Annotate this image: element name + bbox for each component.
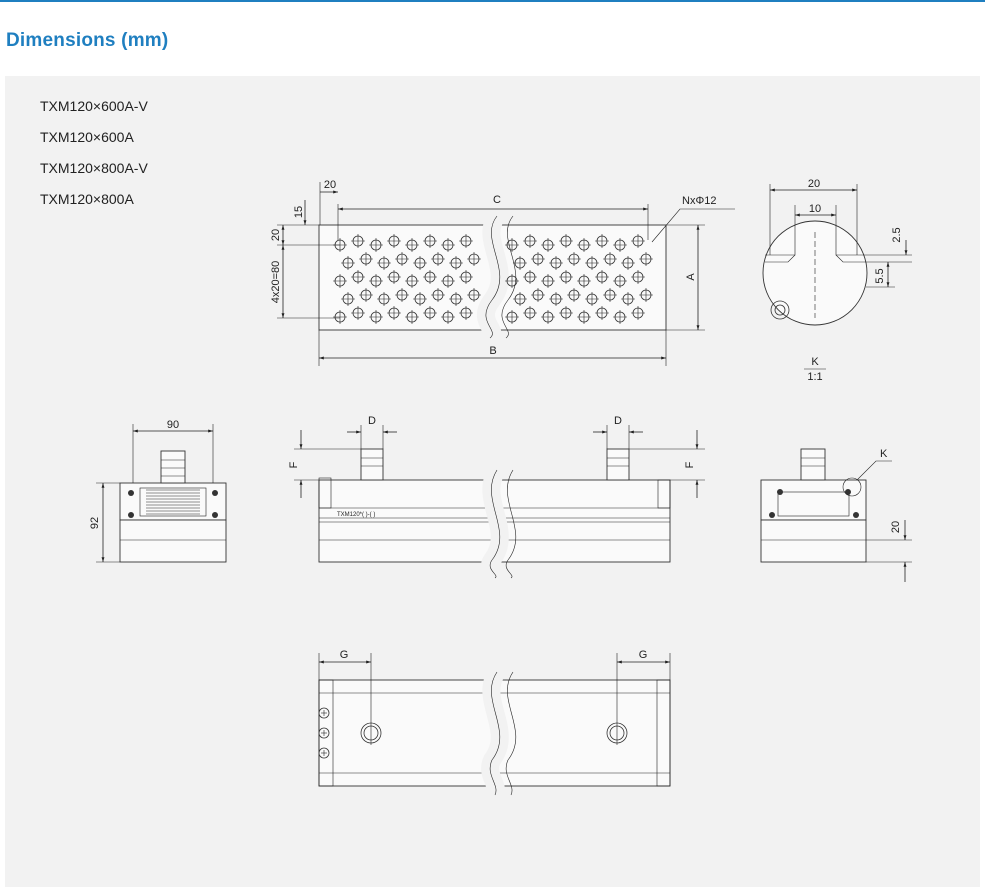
section-title: Dimensions (mm) [6,30,169,51]
dim-label-B: B [489,345,496,357]
top-view: C 20 15 20 4x20=80 B A NxΦ12 [270,179,735,366]
end-view-right: K 20 [760,448,912,582]
end-view-left: 90 92 [89,419,227,563]
side-view: TXM120*( )-( ) D D F F [288,415,705,586]
bottom-view: G G [318,649,671,800]
dim-label-C: C [493,194,501,206]
dim-20-top: 20 [324,179,336,191]
dim-label-A: A [685,273,697,281]
product-marking: TXM120*( )-( ) [337,512,375,518]
dim-detail-10: 10 [809,203,821,215]
dim-D-left: D [368,415,376,427]
top-rule [0,0,985,2]
model-item: TXM120×800A-V [40,160,148,176]
detail-view-K: 20 10 2.5 5.5 K 1:1 [762,178,912,383]
dim-G-right: G [639,649,648,661]
model-item: TXM120×600A-V [40,98,148,114]
dim-5-5: 5.5 [874,268,886,283]
model-item: TXM120×600A [40,129,134,145]
dim-detail-20: 20 [808,178,820,190]
dim-pitch: 4x20=80 [270,261,282,304]
dim-20-side: 20 [270,229,282,241]
dim-G-left: G [340,649,349,661]
detail-scale: 1:1 [807,371,822,383]
fitting [160,450,186,484]
hole-grid-left [333,234,481,324]
model-item: TXM120×800A [40,191,134,207]
dim-20-end: 20 [890,521,902,533]
dim-90: 90 [167,419,179,431]
label-K: K [880,448,888,460]
dim-92: 92 [89,517,101,529]
hole-grid-right [505,234,653,324]
dim-F-left: F [288,461,300,468]
dim-D-right: D [614,415,622,427]
dim-F-right: F [684,461,696,468]
dim-2-5: 2.5 [891,227,903,242]
model-list: TXM120×600A-V TXM120×600A TXM120×800A-V … [40,97,148,221]
holes-label: NxΦ12 [682,195,716,207]
detail-label: K [811,356,819,368]
dim-15: 15 [293,206,305,218]
